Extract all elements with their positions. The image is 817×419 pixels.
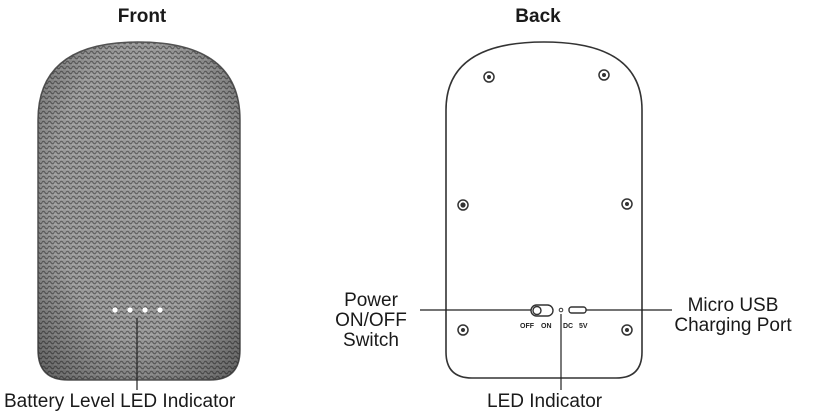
screw-holes	[457, 69, 633, 336]
screw-icon	[621, 324, 633, 336]
screw-icon	[457, 324, 469, 336]
screw-icon	[621, 198, 633, 210]
port-dc-mark: DC	[563, 323, 573, 330]
screw-icon	[483, 71, 495, 83]
battery-led-label: Battery Level LED Indicator	[4, 391, 236, 412]
battery-led-4	[157, 307, 163, 313]
micro-usb-port[interactable]	[568, 306, 587, 314]
battery-led-1	[112, 307, 118, 313]
power-switch-label-line: Power	[344, 290, 398, 311]
usb-port-label: Micro USB Charging Port	[668, 296, 798, 336]
speaker-front	[37, 41, 241, 390]
switch-on-mark: ON	[541, 323, 552, 330]
speaker-back: OFF ON DC 5V	[420, 41, 672, 390]
power-switch[interactable]	[530, 304, 554, 317]
back-view-title: Back	[515, 6, 561, 27]
power-switch-label-line: ON/OFF	[335, 310, 407, 331]
led-indicator-icon	[558, 307, 564, 313]
power-switch-label: Power ON/OFF Switch	[316, 291, 426, 351]
screw-icon	[598, 69, 610, 81]
battery-led-2	[127, 307, 133, 313]
led-indicator-label: LED Indicator	[487, 391, 603, 412]
battery-led-3	[142, 307, 148, 313]
usb-port-label-line: Charging Port	[674, 315, 792, 336]
battery-led-dots	[112, 307, 163, 313]
port-5v-mark: 5V	[579, 323, 588, 330]
screw-icon	[457, 199, 469, 211]
power-switch-label-line: Switch	[343, 330, 399, 351]
speaker-back-body	[445, 41, 643, 379]
switch-off-mark: OFF	[520, 323, 535, 330]
usb-port-label-line: Micro USB	[687, 295, 779, 316]
front-view-title: Front	[117, 6, 167, 27]
